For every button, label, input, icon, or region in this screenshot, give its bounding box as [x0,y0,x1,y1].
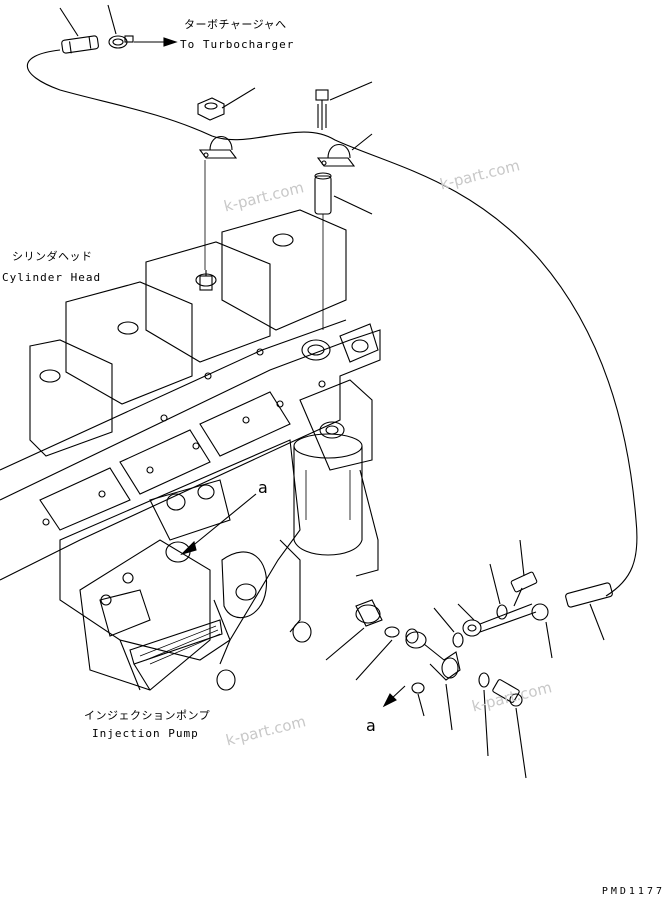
pipe-end-right [565,582,613,641]
callout-a-lower: a [366,716,376,735]
spacer-collar [314,172,373,330]
washer-upper [489,563,508,620]
label-turbocharger-en: To Turbocharger [180,38,295,51]
callout-a-upper: a [258,478,268,497]
callout-arrows [180,493,406,708]
oil-filter [293,379,379,577]
label-cylinder-head-en: Cylinder Head [2,271,102,284]
engine-block-lower [59,439,301,661]
rocker-covers [29,209,347,457]
pipe-clip-right [316,133,373,167]
banjo-fitting-upper [457,603,553,659]
washer-mid [433,607,464,648]
label-injection-pump-jp: インジェクションポンプ [84,709,211,722]
nut-top [197,87,256,121]
eye-bolt-upper [510,539,538,607]
turbo-direction-arrow [134,37,178,47]
oil-inlet-pipe [26,49,638,597]
washer-elbow [405,628,419,644]
union-bolt [492,679,527,779]
injection-pump [79,539,231,691]
pipe-clip-left [198,135,238,270]
label-injection-pump-en: Injection Pump [92,727,199,740]
turbo-hose-end [59,7,99,54]
washer-left [411,682,425,717]
label-cylinder-head-jp: シリンダヘッド [12,250,93,263]
hose-clamp-top [107,4,134,49]
plug-gasket [216,621,312,691]
banjo-fitting-lower [405,631,461,731]
washer-lower [478,672,490,757]
bolt-top [315,81,373,130]
inlet-elbow [325,599,400,681]
cylinder-head [0,319,381,581]
label-turbocharger-jp: ターボチャージャへ [184,18,287,31]
page-code: PMD1177 [601,886,665,897]
